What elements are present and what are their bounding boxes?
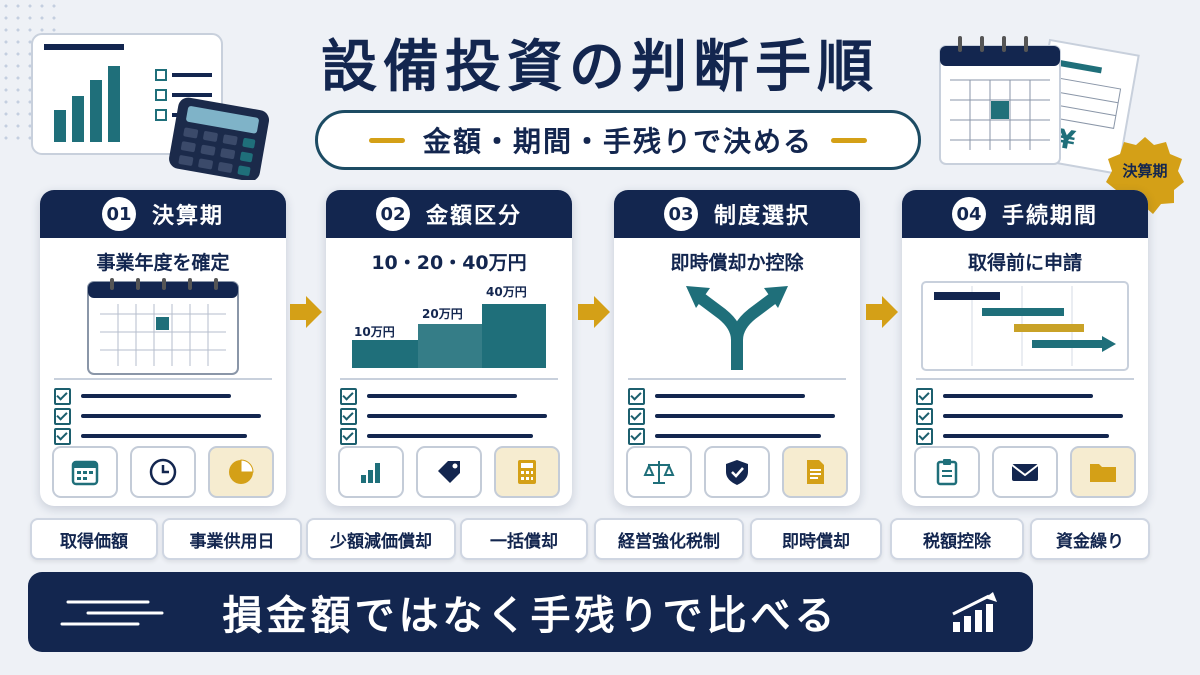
icon-row (338, 446, 560, 498)
calendar-documents-icon: ¥ (939, 36, 1140, 175)
scales-icon (626, 446, 692, 498)
checklist (340, 386, 560, 446)
step-title: 制度選択 (713, 204, 810, 229)
checklist (628, 386, 848, 446)
page-title: 設備投資の判断手順 (321, 35, 879, 100)
check-line (655, 434, 821, 438)
step-title: 手続期間 (1001, 204, 1098, 229)
checklist (54, 386, 274, 446)
step-title: 決算期 (151, 204, 224, 229)
checkbox-icon (340, 387, 357, 405)
step-number: 04 (951, 197, 986, 231)
icon-row (626, 446, 848, 498)
bar-label-10: 10万円 (354, 325, 395, 339)
speed-lines-icon (60, 600, 164, 626)
checklist (916, 386, 1136, 446)
keyword-tag: 取得価額 (30, 518, 158, 560)
check-line (655, 394, 805, 398)
check-line (367, 394, 517, 398)
checkbox-icon (916, 387, 933, 405)
checkbox-icon (628, 387, 645, 405)
step-subtitle: 事業年度を確定 (96, 252, 230, 274)
keyword-tag: 一括償却 (460, 518, 588, 560)
checkbox-icon (54, 427, 71, 445)
step-card-2: 02 金額区分 10・20・40万円 10万円 20万円 40万円 (326, 190, 572, 506)
bar-label-20: 20万円 (422, 307, 463, 321)
divider (54, 378, 272, 380)
divider (628, 378, 846, 380)
seal-text: 決算期 (1122, 162, 1168, 180)
subtitle-pill: 金額・期間・手残りで決める (315, 110, 921, 170)
bar-label-40: 40万円 (486, 285, 527, 299)
step-card-3: 03 制度選択 即時償却か控除 (614, 190, 860, 506)
subtitle-bar-left (368, 137, 405, 143)
step-title: 金額区分 (425, 204, 522, 229)
calculator-icon (494, 446, 560, 498)
step-subtitle: 即時償却か控除 (670, 252, 804, 274)
check-line (367, 414, 547, 418)
subtitle: 金額・期間・手残りで決める (422, 125, 813, 158)
checkbox-icon (340, 427, 357, 445)
checkbox-icon (916, 427, 933, 445)
check-line (943, 394, 1093, 398)
divider (340, 378, 558, 380)
step-subtitle: 取得前に申請 (967, 252, 1082, 274)
shield-check-icon (704, 446, 770, 498)
step-number: 01 (101, 197, 136, 231)
step-number: 03 (663, 197, 698, 231)
checkbox-icon (54, 387, 71, 405)
conclusion-banner: 損金額ではなく手残りで比べる (28, 572, 1033, 652)
check-line (81, 434, 247, 438)
pie-chart-icon (208, 446, 274, 498)
subtitle-bar-right (831, 137, 867, 143)
icon-row (914, 446, 1136, 498)
divider (916, 378, 1134, 380)
calendar-icon (87, 278, 239, 375)
gantt-chart-icon (921, 281, 1129, 371)
step-header: 02 金額区分 (326, 190, 572, 238)
growth-chart-icon (952, 592, 997, 632)
check-line (655, 414, 835, 418)
step-header: 01 決算期 (40, 190, 286, 238)
keyword-tag: 即時償却 (750, 518, 882, 560)
clipboard-icon (914, 446, 980, 498)
conclusion-text: 損金額ではなく手残りで比べる (222, 593, 839, 639)
checkbox-icon (340, 407, 357, 425)
check-line (81, 394, 231, 398)
checkbox-icon (628, 407, 645, 425)
folder-icon (1070, 446, 1136, 498)
checkbox-icon (628, 427, 645, 445)
keyword-tag: 税額控除 (890, 518, 1024, 560)
step-header: 03 制度選択 (614, 190, 860, 238)
step-header: 04 手続期間 (902, 190, 1148, 238)
step-card-1: 01 決算期 事業年度を確定 (40, 190, 286, 506)
arrow-right-icon (866, 296, 898, 328)
check-line (943, 414, 1123, 418)
step-number: 02 (375, 197, 410, 231)
step-card-4: 04 手続期間 取得前に申請 (902, 190, 1148, 506)
icon-row (52, 446, 274, 498)
envelope-icon (992, 446, 1058, 498)
keyword-tag: 経営強化税制 (594, 518, 744, 560)
arrow-right-icon (578, 296, 610, 328)
check-line (367, 434, 533, 438)
report-board-icon (31, 33, 270, 180)
checkbox-icon (916, 407, 933, 425)
calendar-icon (52, 446, 118, 498)
check-line (81, 414, 261, 418)
arrow-right-icon (290, 296, 322, 328)
step-subtitle: 10・20・40万円 (371, 252, 527, 274)
document-icon (782, 446, 848, 498)
keyword-tag: 事業供用日 (162, 518, 302, 560)
step-bars-visual: 10万円 20万円 40万円 (352, 285, 546, 368)
split-arrow-icon (686, 286, 788, 370)
checkbox-icon (54, 407, 71, 425)
keyword-tag: 少額減価償却 (306, 518, 456, 560)
check-line (943, 434, 1109, 438)
price-tag-icon (416, 446, 482, 498)
keyword-tag: 資金繰り (1030, 518, 1150, 560)
clock-icon (130, 446, 196, 498)
bar-chart-icon (338, 446, 404, 498)
